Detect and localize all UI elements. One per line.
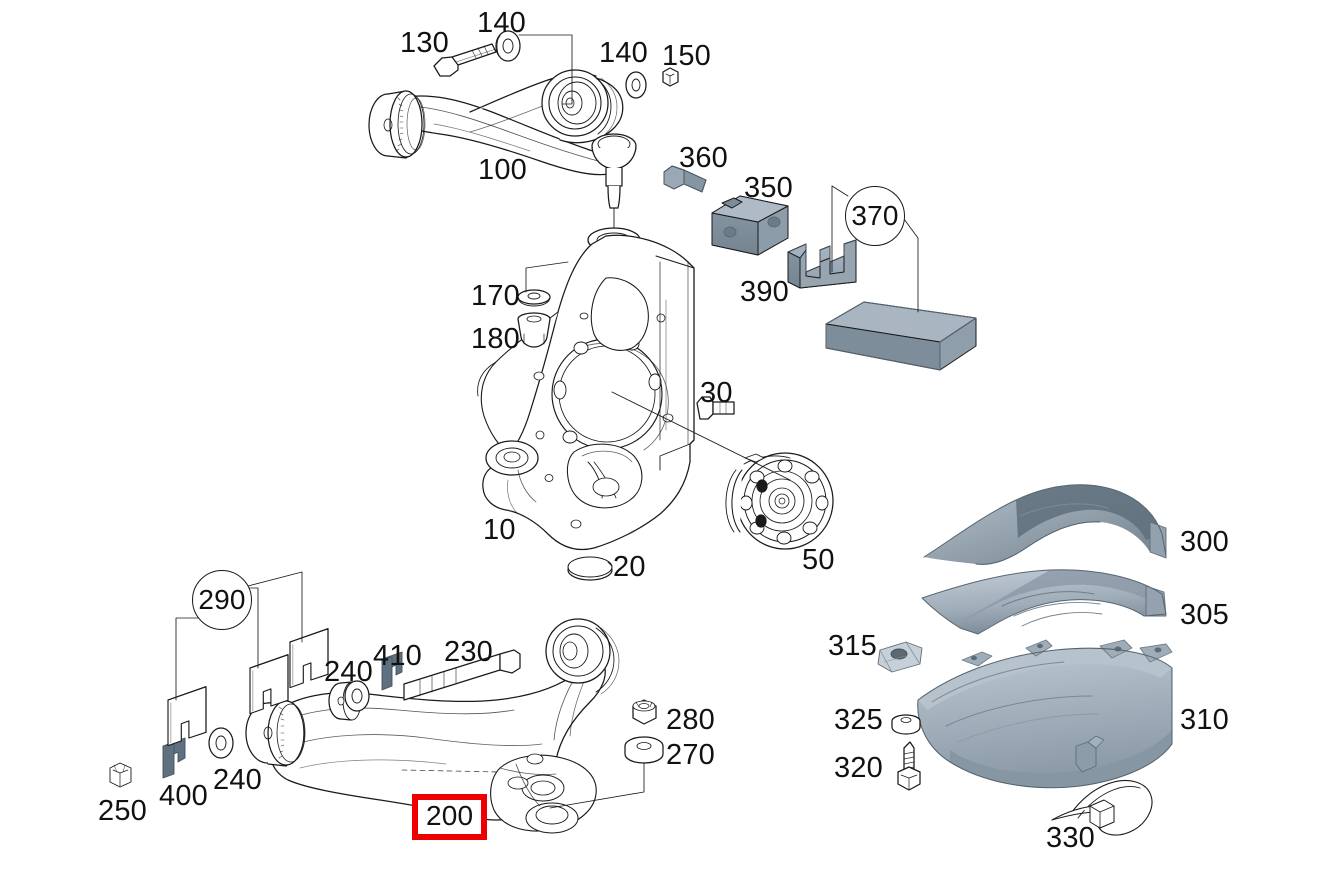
callout-370[interactable]: 370: [845, 186, 905, 246]
part-lower-arm-washer: [624, 736, 664, 764]
part-hub-bolt: [696, 396, 735, 420]
leader-290-a: [175, 617, 205, 701]
callout-280[interactable]: 280: [666, 704, 715, 736]
callout-320[interactable]: 320: [834, 752, 883, 784]
callout-290[interactable]: 290: [192, 570, 252, 630]
callout-30[interactable]: 30: [700, 377, 733, 409]
part-bush-knuckle: [517, 312, 551, 348]
part-washer-upper-front: [495, 30, 521, 62]
callout-140-rear[interactable]: 140: [599, 37, 648, 69]
part-upper-control-arm: [368, 69, 637, 237]
callout-230[interactable]: 230: [444, 636, 493, 668]
callout-270[interactable]: 270: [666, 739, 715, 771]
leader-170: [525, 261, 569, 293]
part-bracket-bolt: [663, 165, 707, 193]
part-self-tapping-screw: [897, 741, 921, 791]
part-wheel-hub-bearing: [725, 452, 834, 550]
part-spacer-clip: [787, 239, 857, 289]
callout-240-front[interactable]: 240: [213, 764, 262, 796]
part-washer-upper-rear: [625, 71, 647, 99]
leader-290-c: [239, 571, 303, 643]
part-wheel-housing-shell: [917, 639, 1173, 789]
callout-150[interactable]: 150: [662, 40, 711, 72]
callout-100[interactable]: 100: [478, 154, 527, 186]
part-upper-arm-bolt: [433, 43, 497, 77]
callout-350[interactable]: 350: [744, 172, 793, 204]
callout-140-front[interactable]: 140: [477, 7, 526, 39]
callout-310[interactable]: 310: [1180, 704, 1229, 736]
part-washer-knuckle: [517, 289, 551, 307]
callout-50[interactable]: 50: [802, 544, 835, 576]
leader-370-b: [900, 214, 919, 313]
part-washer-lower-rear: [344, 680, 370, 712]
callout-330[interactable]: 330: [1046, 822, 1095, 854]
part-screw-washer: [891, 714, 921, 735]
part-sensor-bracket: [711, 195, 789, 256]
part-lower-arm-nut: [632, 699, 657, 725]
leader-270: [549, 762, 645, 809]
part-washer-lower-front: [208, 727, 234, 759]
part-pad-set: [825, 301, 977, 371]
part-cable-tie: [1051, 780, 1153, 836]
leader-200: [401, 769, 501, 773]
leader-hub: [611, 391, 791, 481]
callout-410[interactable]: 410: [373, 640, 422, 672]
callout-400[interactable]: 400: [159, 780, 208, 812]
callout-250[interactable]: 250: [98, 795, 147, 827]
part-lower-arm-bolt: [403, 649, 521, 701]
callout-325[interactable]: 325: [834, 704, 883, 736]
leader-140: [518, 34, 573, 105]
part-wheel-arch-liner-lower: [921, 569, 1167, 635]
part-castle-nut: [109, 762, 132, 788]
part-steering-knuckle: [477, 227, 695, 551]
part-retaining-ring: [567, 556, 613, 581]
callout-360[interactable]: 360: [679, 142, 728, 174]
callout-10[interactable]: 10: [483, 514, 516, 546]
callout-305[interactable]: 305: [1180, 599, 1229, 631]
callout-170[interactable]: 170: [471, 280, 520, 312]
callout-240-rear[interactable]: 240: [324, 656, 373, 688]
callout-180[interactable]: 180: [471, 323, 520, 355]
callout-315[interactable]: 315: [828, 630, 877, 662]
callout-130[interactable]: 130: [400, 27, 449, 59]
part-wheel-arch-liner-upper: [923, 484, 1167, 565]
part-upper-arm-nut: [662, 67, 679, 87]
callout-300[interactable]: 300: [1180, 526, 1229, 558]
callout-20[interactable]: 20: [613, 551, 646, 583]
callout-200-highlighted[interactable]: 200: [412, 794, 488, 840]
callout-390[interactable]: 390: [740, 276, 789, 308]
part-clip-rear: [381, 651, 403, 691]
part-cage-nut: [877, 641, 923, 673]
